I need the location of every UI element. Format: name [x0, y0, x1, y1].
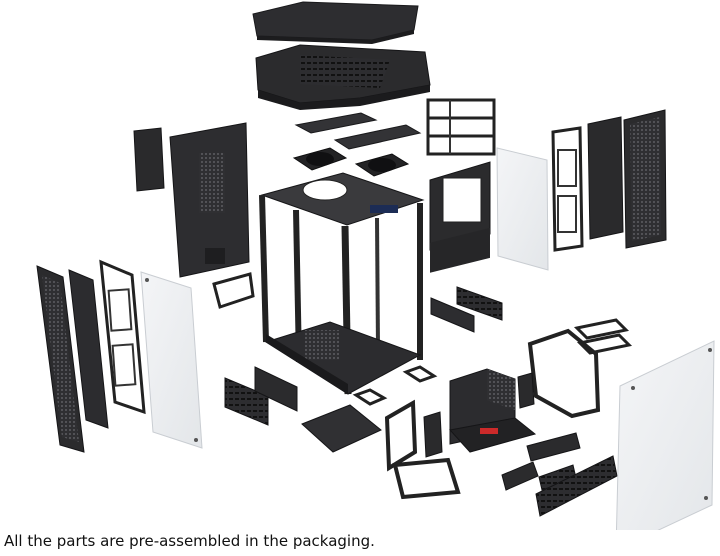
gpu-support-clips — [573, 318, 633, 355]
motherboard-tray — [429, 161, 491, 273]
left-vertical-bracket — [99, 259, 146, 415]
top-fan-left — [292, 147, 348, 171]
right-lower-bracket — [517, 328, 601, 419]
left-mesh-panel — [36, 265, 85, 453]
right-mesh-panel — [623, 109, 667, 249]
exploded-case-illustration — [36, 1, 715, 530]
left-main-panel — [169, 122, 250, 278]
drive-cage — [426, 98, 496, 156]
psu-shroud — [449, 368, 537, 453]
bottom-vent-plate — [224, 377, 269, 426]
caption-text: All the parts are pre-assembled in the p… — [4, 532, 375, 550]
case-feet — [352, 365, 438, 406]
front-vent-plate — [535, 455, 618, 517]
bottom-solid-plate — [254, 366, 298, 412]
left-small-panel — [133, 127, 165, 192]
bottom-floor-plate — [301, 404, 382, 453]
left-solid-panel — [68, 269, 109, 429]
pcie-bracket-small — [212, 272, 255, 309]
right-dark-panel — [587, 116, 624, 240]
left-glass-panel — [140, 271, 203, 449]
right-glass-panel-upper — [496, 147, 549, 271]
top-filler-plates — [294, 112, 422, 150]
right-vertical-bracket — [551, 126, 584, 252]
right-glass-panel-large — [615, 340, 715, 530]
main-chassis-frame — [259, 172, 425, 395]
top-fan-right — [354, 153, 410, 177]
lower-small-plates — [501, 432, 581, 491]
top-cover-panel — [252, 1, 419, 44]
io-filler-plates — [430, 286, 503, 333]
lower-bracket-assembly — [384, 399, 461, 500]
top-fan-tray — [255, 44, 431, 110]
